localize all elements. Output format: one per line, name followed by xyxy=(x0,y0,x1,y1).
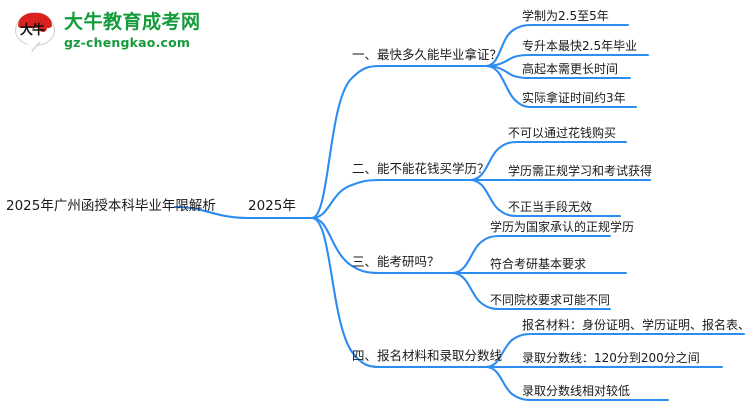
site-name: 大牛教育成考网 xyxy=(64,10,201,33)
leaf-node-3-2[interactable]: 符合考研基本要求 xyxy=(490,257,587,271)
connector-hub-to-branch-3 xyxy=(310,216,454,275)
logo-icon: 大牛 xyxy=(14,9,56,53)
leaf-node-2-2[interactable]: 学历需正规学习和考试获得 xyxy=(508,164,653,178)
leaf-node-4-2[interactable]: 录取分数线：120分到200分之间 xyxy=(522,351,700,365)
connector-hub-to-branch-2 xyxy=(310,178,472,220)
leaf-node-1-1[interactable]: 学制为2.5至5年 xyxy=(522,9,609,23)
logo-wordmark: 大牛教育成考网 gz-chengkao.com xyxy=(64,10,201,50)
topic-node-4[interactable]: 四、报名材料和录取分数线 xyxy=(352,348,503,363)
connector-b1-leaf-1 xyxy=(484,23,630,68)
leaf-node-3-1[interactable]: 学历为国家承认的正规学历 xyxy=(490,220,635,234)
topic-node-1[interactable]: 一、最快多久能毕业拿证？ xyxy=(352,47,503,62)
leaf-node-4-3[interactable]: 录取分数线相对较低 xyxy=(522,384,631,398)
leaf-node-4-1[interactable]: 报名材料：身份证明、学历证明、报名表、照片 xyxy=(522,318,750,332)
logo-mark-text: 大牛 xyxy=(19,23,45,38)
mindmap-title[interactable]: 2025年广州函授本科毕业年限解析 xyxy=(6,198,216,214)
speech-bubble-tail xyxy=(26,41,40,51)
connector-title-to-root xyxy=(173,205,314,220)
leaf-node-2-3[interactable]: 不正当手段无效 xyxy=(508,200,593,214)
site-domain: gz-chengkao.com xyxy=(64,34,191,50)
connector-b1-leaf-3 xyxy=(484,64,632,80)
connector-b1-leaf-4 xyxy=(484,64,638,109)
leaf-node-1-4[interactable]: 实际拿证时间约3年 xyxy=(522,91,626,105)
connector-b2-leaf-1 xyxy=(468,140,628,182)
site-header: 大牛 大牛教育成考网 gz-chengkao.com xyxy=(14,5,314,57)
leaf-node-1-3[interactable]: 高起本需更长时间 xyxy=(522,62,619,76)
topic-node-2[interactable]: 二、能不能花钱买学历？ xyxy=(352,161,490,176)
connector-b3-leaf-3 xyxy=(450,271,612,311)
connector-b4-leaf-3 xyxy=(484,365,670,402)
leaf-node-1-2[interactable]: 专升本最快2.5年毕业 xyxy=(522,39,638,53)
logo-red-dot-shape xyxy=(39,24,47,32)
mindmap-root-node[interactable]: 2025年 xyxy=(248,198,296,214)
connector-b1-leaf-2 xyxy=(484,53,650,68)
connector-b3-leaf-1 xyxy=(450,234,612,275)
connector-hub-to-branch-4 xyxy=(310,216,488,369)
connector-b2-leaf-3 xyxy=(468,178,622,218)
connector-b4-leaf-1 xyxy=(484,332,746,369)
topic-node-3[interactable]: 三、能考研吗？ xyxy=(352,254,440,269)
leaf-node-2-1[interactable]: 不可以通过花钱购买 xyxy=(508,126,617,140)
connector-hub-to-branch-1 xyxy=(310,64,488,220)
leaf-node-3-3[interactable]: 不同院校要求可能不同 xyxy=(490,293,611,307)
